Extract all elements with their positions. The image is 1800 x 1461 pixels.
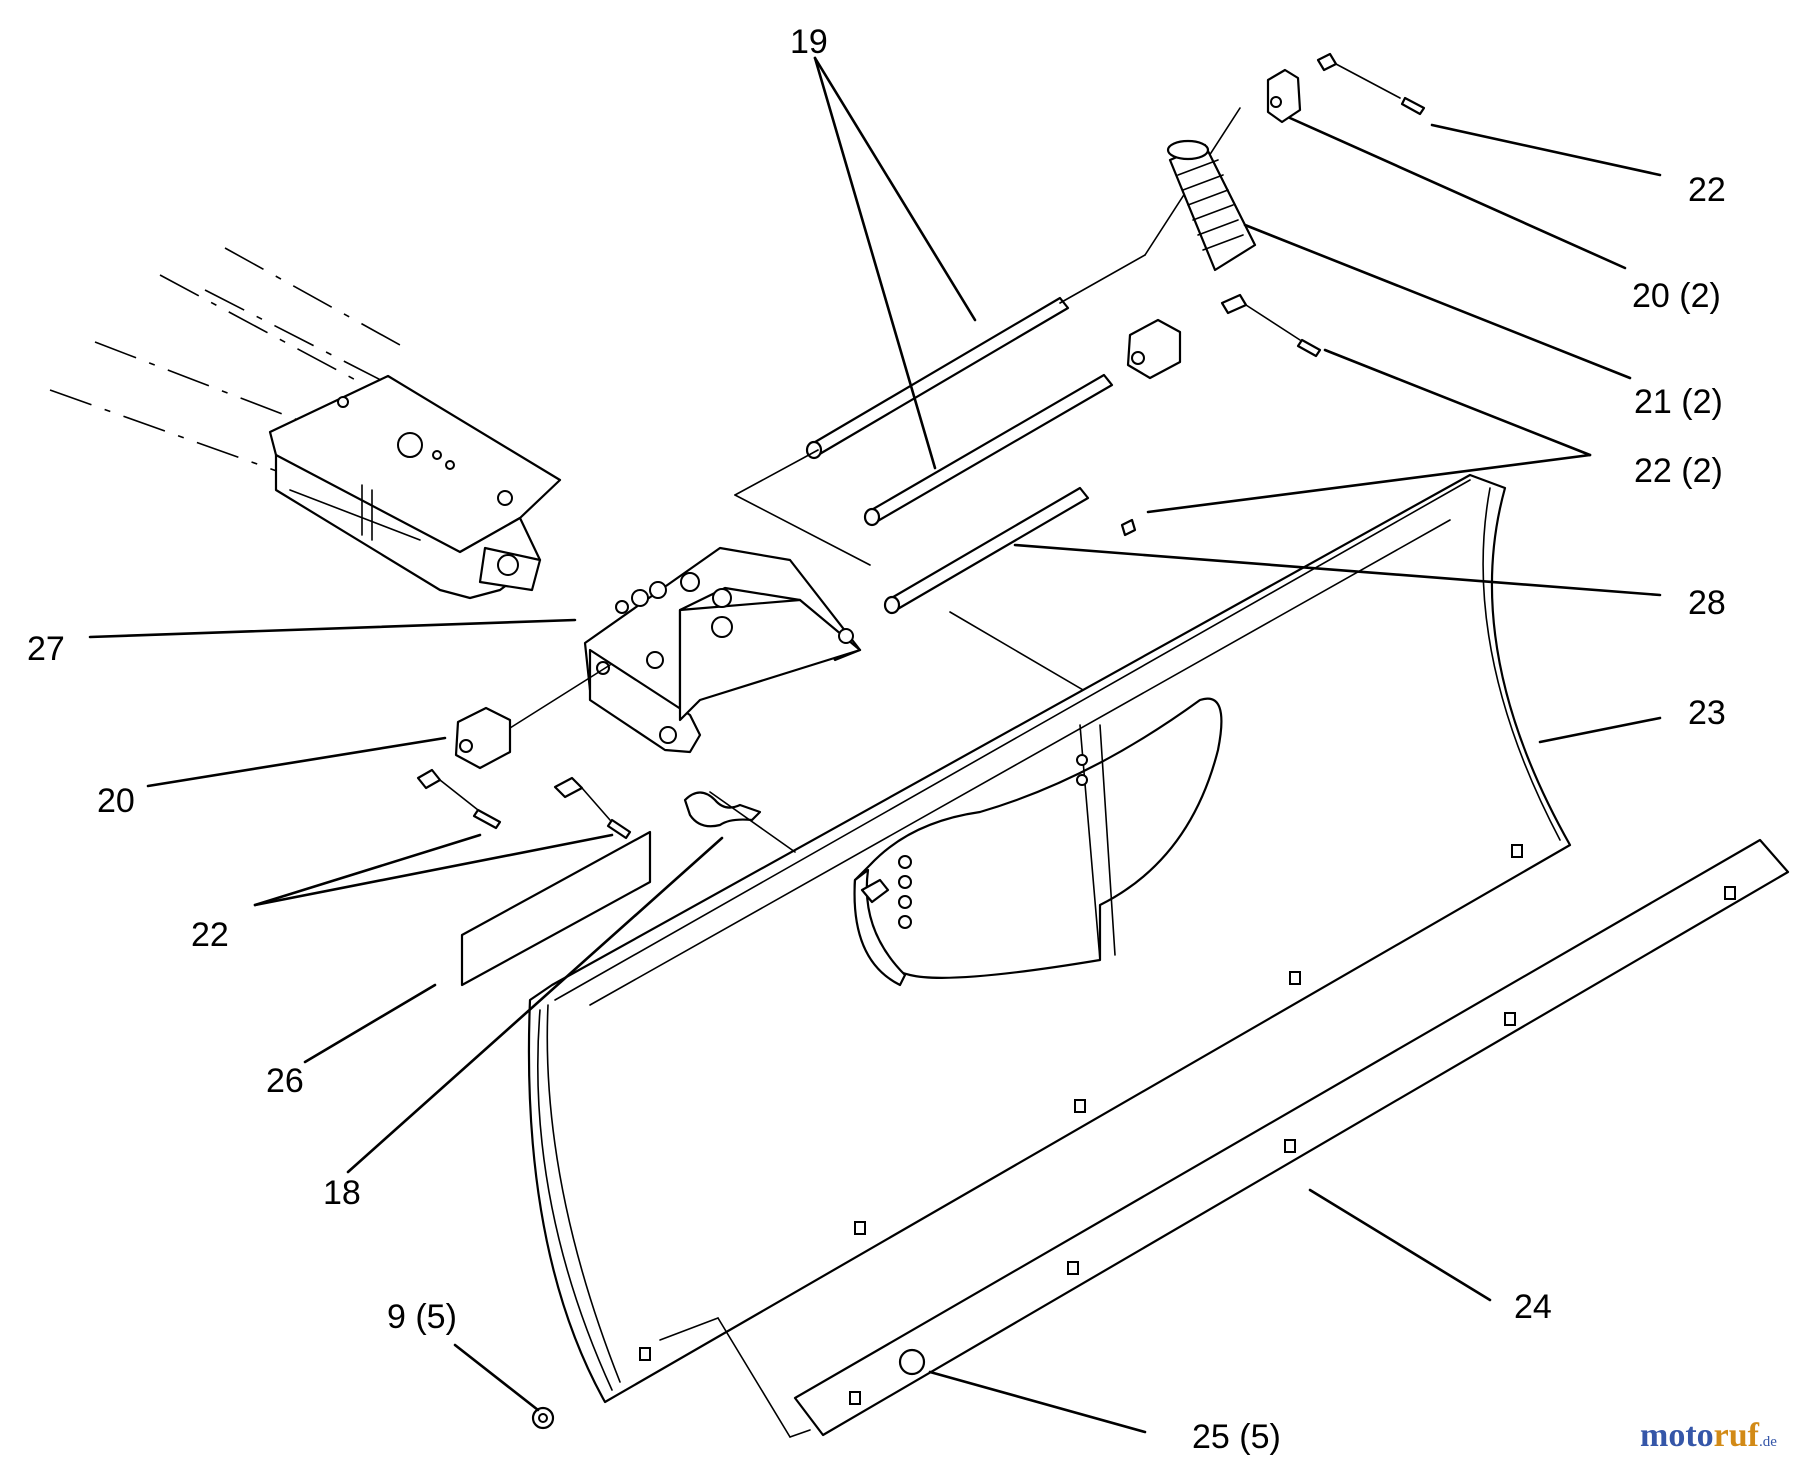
callout-21-2: 21 (2)	[1634, 383, 1723, 421]
watermark-part2: ruf	[1714, 1417, 1760, 1454]
scraper-blade	[793, 838, 1790, 1437]
tractor-frame	[49, 247, 562, 600]
watermark-suffix: .de	[1759, 1434, 1777, 1450]
callout-22-left: 22	[191, 916, 229, 954]
callout-18: 18	[323, 1174, 361, 1212]
mounting-bracket	[583, 546, 862, 754]
callout-22-top: 22	[1688, 171, 1726, 209]
decal-and-hook	[460, 791, 762, 987]
carriage-nut	[531, 1406, 555, 1430]
callout-27: 27	[27, 630, 65, 668]
callout-20-2: 20 (2)	[1632, 277, 1721, 315]
callout-26: 26	[266, 1062, 304, 1100]
watermark-logo: motoruf.de	[1640, 1417, 1777, 1454]
callout-labels: 19 22 20 (2) 21 (2) 22 (2) 28 23 27 20 2…	[27, 23, 1726, 1456]
spring-assembly	[1120, 52, 1426, 537]
callout-9-5: 9 (5)	[387, 1298, 457, 1336]
callout-24: 24	[1514, 1288, 1552, 1326]
skid-shoe	[853, 697, 1223, 987]
svg-text:motoruf.de: motoruf.de	[1640, 1417, 1777, 1454]
callout-25-5: 25 (5)	[1192, 1418, 1281, 1456]
pivot-shafts	[734, 107, 1241, 736]
callout-28: 28	[1688, 584, 1726, 622]
left-trunnion-assembly	[416, 664, 632, 840]
leader-lines	[88, 56, 1662, 1434]
watermark-part1: moto	[1640, 1417, 1714, 1454]
callout-19: 19	[790, 23, 828, 61]
callout-22-2: 22 (2)	[1634, 452, 1723, 490]
callout-23: 23	[1688, 694, 1726, 732]
callout-20: 20	[97, 782, 135, 820]
